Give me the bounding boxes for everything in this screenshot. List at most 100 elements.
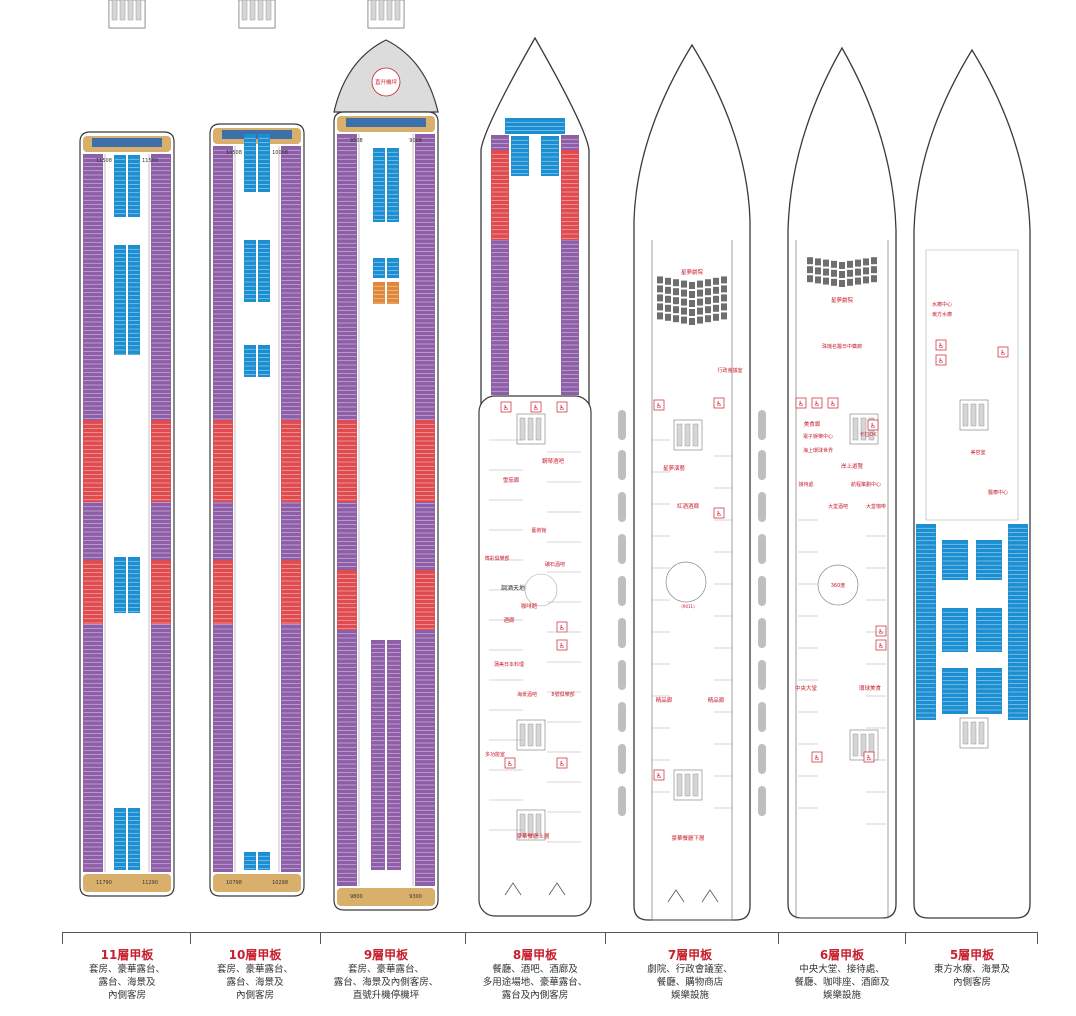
cabin-lines <box>281 423 301 501</box>
theatre-seat <box>689 300 695 307</box>
elevator <box>970 721 977 745</box>
balcony-cabins-starboard <box>151 560 171 624</box>
tick <box>1037 932 1038 944</box>
restroom-icon: ♿ <box>830 400 836 408</box>
cabin-number: 10798 <box>226 880 242 886</box>
cabin-lines <box>942 543 968 579</box>
lifeboat <box>758 702 766 732</box>
theatre-seat <box>847 260 853 268</box>
cabin-lines <box>1008 527 1028 718</box>
theatre-seating <box>807 257 877 287</box>
venue-label: 東方水療 <box>932 311 952 318</box>
cabin-lines <box>511 139 529 175</box>
venue-label: 礦石酒吧 <box>545 561 565 568</box>
caption-deck-11: 11層甲板 套房、豪華露台、 露台、海景及 內側客房 <box>52 948 202 1002</box>
stern-suite-area <box>83 874 171 892</box>
cabin-lines <box>491 153 509 239</box>
inside-cabins <box>387 282 399 304</box>
venue-label: 美食廊 <box>804 420 821 428</box>
cabin-number: 9300 <box>409 894 422 900</box>
inside-cabins <box>541 136 559 176</box>
inside-cabins <box>258 345 270 377</box>
theatre-seat <box>705 306 711 314</box>
theatre-seat <box>855 277 861 285</box>
deck-desc: 餐廳、購物商店 <box>656 977 724 988</box>
theatre-seat <box>657 294 663 302</box>
venue-label: 雪茄廊 <box>503 476 520 484</box>
deck-d6: 星夢劇院珠璣名醫日中藥廊♿♿♿♿♿♿♿♿美食廊電子娛樂中心海上環球世界卡拉OK岸… <box>787 46 897 919</box>
cabin-lines <box>387 285 399 304</box>
restroom-icon <box>504 757 516 769</box>
tick <box>778 932 779 944</box>
lifeboat <box>618 786 626 816</box>
deck-title: 5層甲板 <box>949 948 995 962</box>
balcony-cabins-starboard <box>561 150 579 240</box>
deck-d7: 星夢劇院行政會議室♿♿♿♿星夢演藝紅酒酒廊(9011)精品廊精品廊豪華餐廳下層 <box>618 43 766 921</box>
theatre-seat <box>855 259 861 267</box>
theatre-seat <box>815 258 821 266</box>
venue-label: 精品廊 <box>656 696 673 704</box>
deck-desc: 套房、豪華露台、 <box>347 964 424 975</box>
venue-label: 360度 <box>831 582 846 589</box>
inside-cabins <box>373 258 385 278</box>
theatre-seat <box>831 260 837 268</box>
inside-cabins <box>976 608 1002 652</box>
deck-desc: 內側客房 <box>107 990 146 1001</box>
elevator <box>692 773 699 797</box>
inside-cabins <box>976 668 1002 714</box>
cabin-lines <box>213 423 233 501</box>
restroom-icon: ♿ <box>559 642 565 650</box>
balcony-cabins-starboard <box>415 420 435 502</box>
cabin-lines <box>213 563 233 624</box>
restroom-icon: ♿ <box>559 760 565 768</box>
elevator <box>265 0 272 21</box>
venue-label: 岸上遊覽 <box>841 462 864 470</box>
venue-label: 星夢劇院 <box>681 268 704 276</box>
restroom-icon <box>530 401 542 413</box>
venue-label: 電子娛樂中心 <box>803 433 833 440</box>
cabin-lines <box>561 153 579 239</box>
outer-cabins-starboard <box>281 146 301 872</box>
theatre-seat <box>871 266 877 274</box>
elevator <box>692 423 699 447</box>
theatre-seat <box>681 298 687 306</box>
venue-label: 酒廊 <box>503 616 515 624</box>
lifeboat <box>618 660 626 690</box>
baseline <box>62 932 1038 933</box>
elevator <box>119 0 126 21</box>
theatre-seat <box>657 276 663 284</box>
caption-deck-5: 5層甲板 東方水療、海景及 內側客房 <box>897 948 1047 989</box>
theatre-seat <box>705 279 711 287</box>
theatre-seat <box>815 267 821 275</box>
venue-label: 行政會議室 <box>717 367 742 374</box>
helipad: 直升機坪 <box>333 39 439 113</box>
balcony-cabins-starboard <box>281 420 301 502</box>
hull-outline <box>209 123 305 897</box>
cabin-lines <box>114 248 126 355</box>
cabin-lines <box>151 563 171 624</box>
restroom-icon: ♿ <box>716 510 722 518</box>
deck-title: 6層甲板 <box>819 948 865 962</box>
restroom-icon: ♿ <box>866 754 872 762</box>
elevator <box>527 813 534 837</box>
theatre-seat <box>705 288 711 296</box>
theatre-seat <box>847 269 853 277</box>
venue-label: 珠璣名醫日中藥廊 <box>822 343 862 350</box>
theatre-seat <box>831 269 837 277</box>
cabin-lines <box>151 423 171 501</box>
elevator <box>684 423 691 447</box>
inside-cabins <box>387 148 399 222</box>
tick <box>190 932 191 944</box>
inside-cabins <box>258 240 270 302</box>
caption-deck-6: 6層甲板 中央大堂、接待處、 餐廳、咖啡座、酒廊及 娛樂設施 <box>767 948 917 1002</box>
restroom-icon <box>653 769 665 781</box>
theatre-seat <box>855 268 861 276</box>
cabin-lines <box>337 423 357 501</box>
hull-outline <box>79 131 175 897</box>
venue-label: 星夢劇院 <box>831 296 854 304</box>
cabin-lines <box>505 121 565 131</box>
lifeboat <box>618 492 626 522</box>
inside-cabins <box>258 134 270 192</box>
tick <box>62 932 63 944</box>
restroom-icon: ♿ <box>938 342 944 350</box>
